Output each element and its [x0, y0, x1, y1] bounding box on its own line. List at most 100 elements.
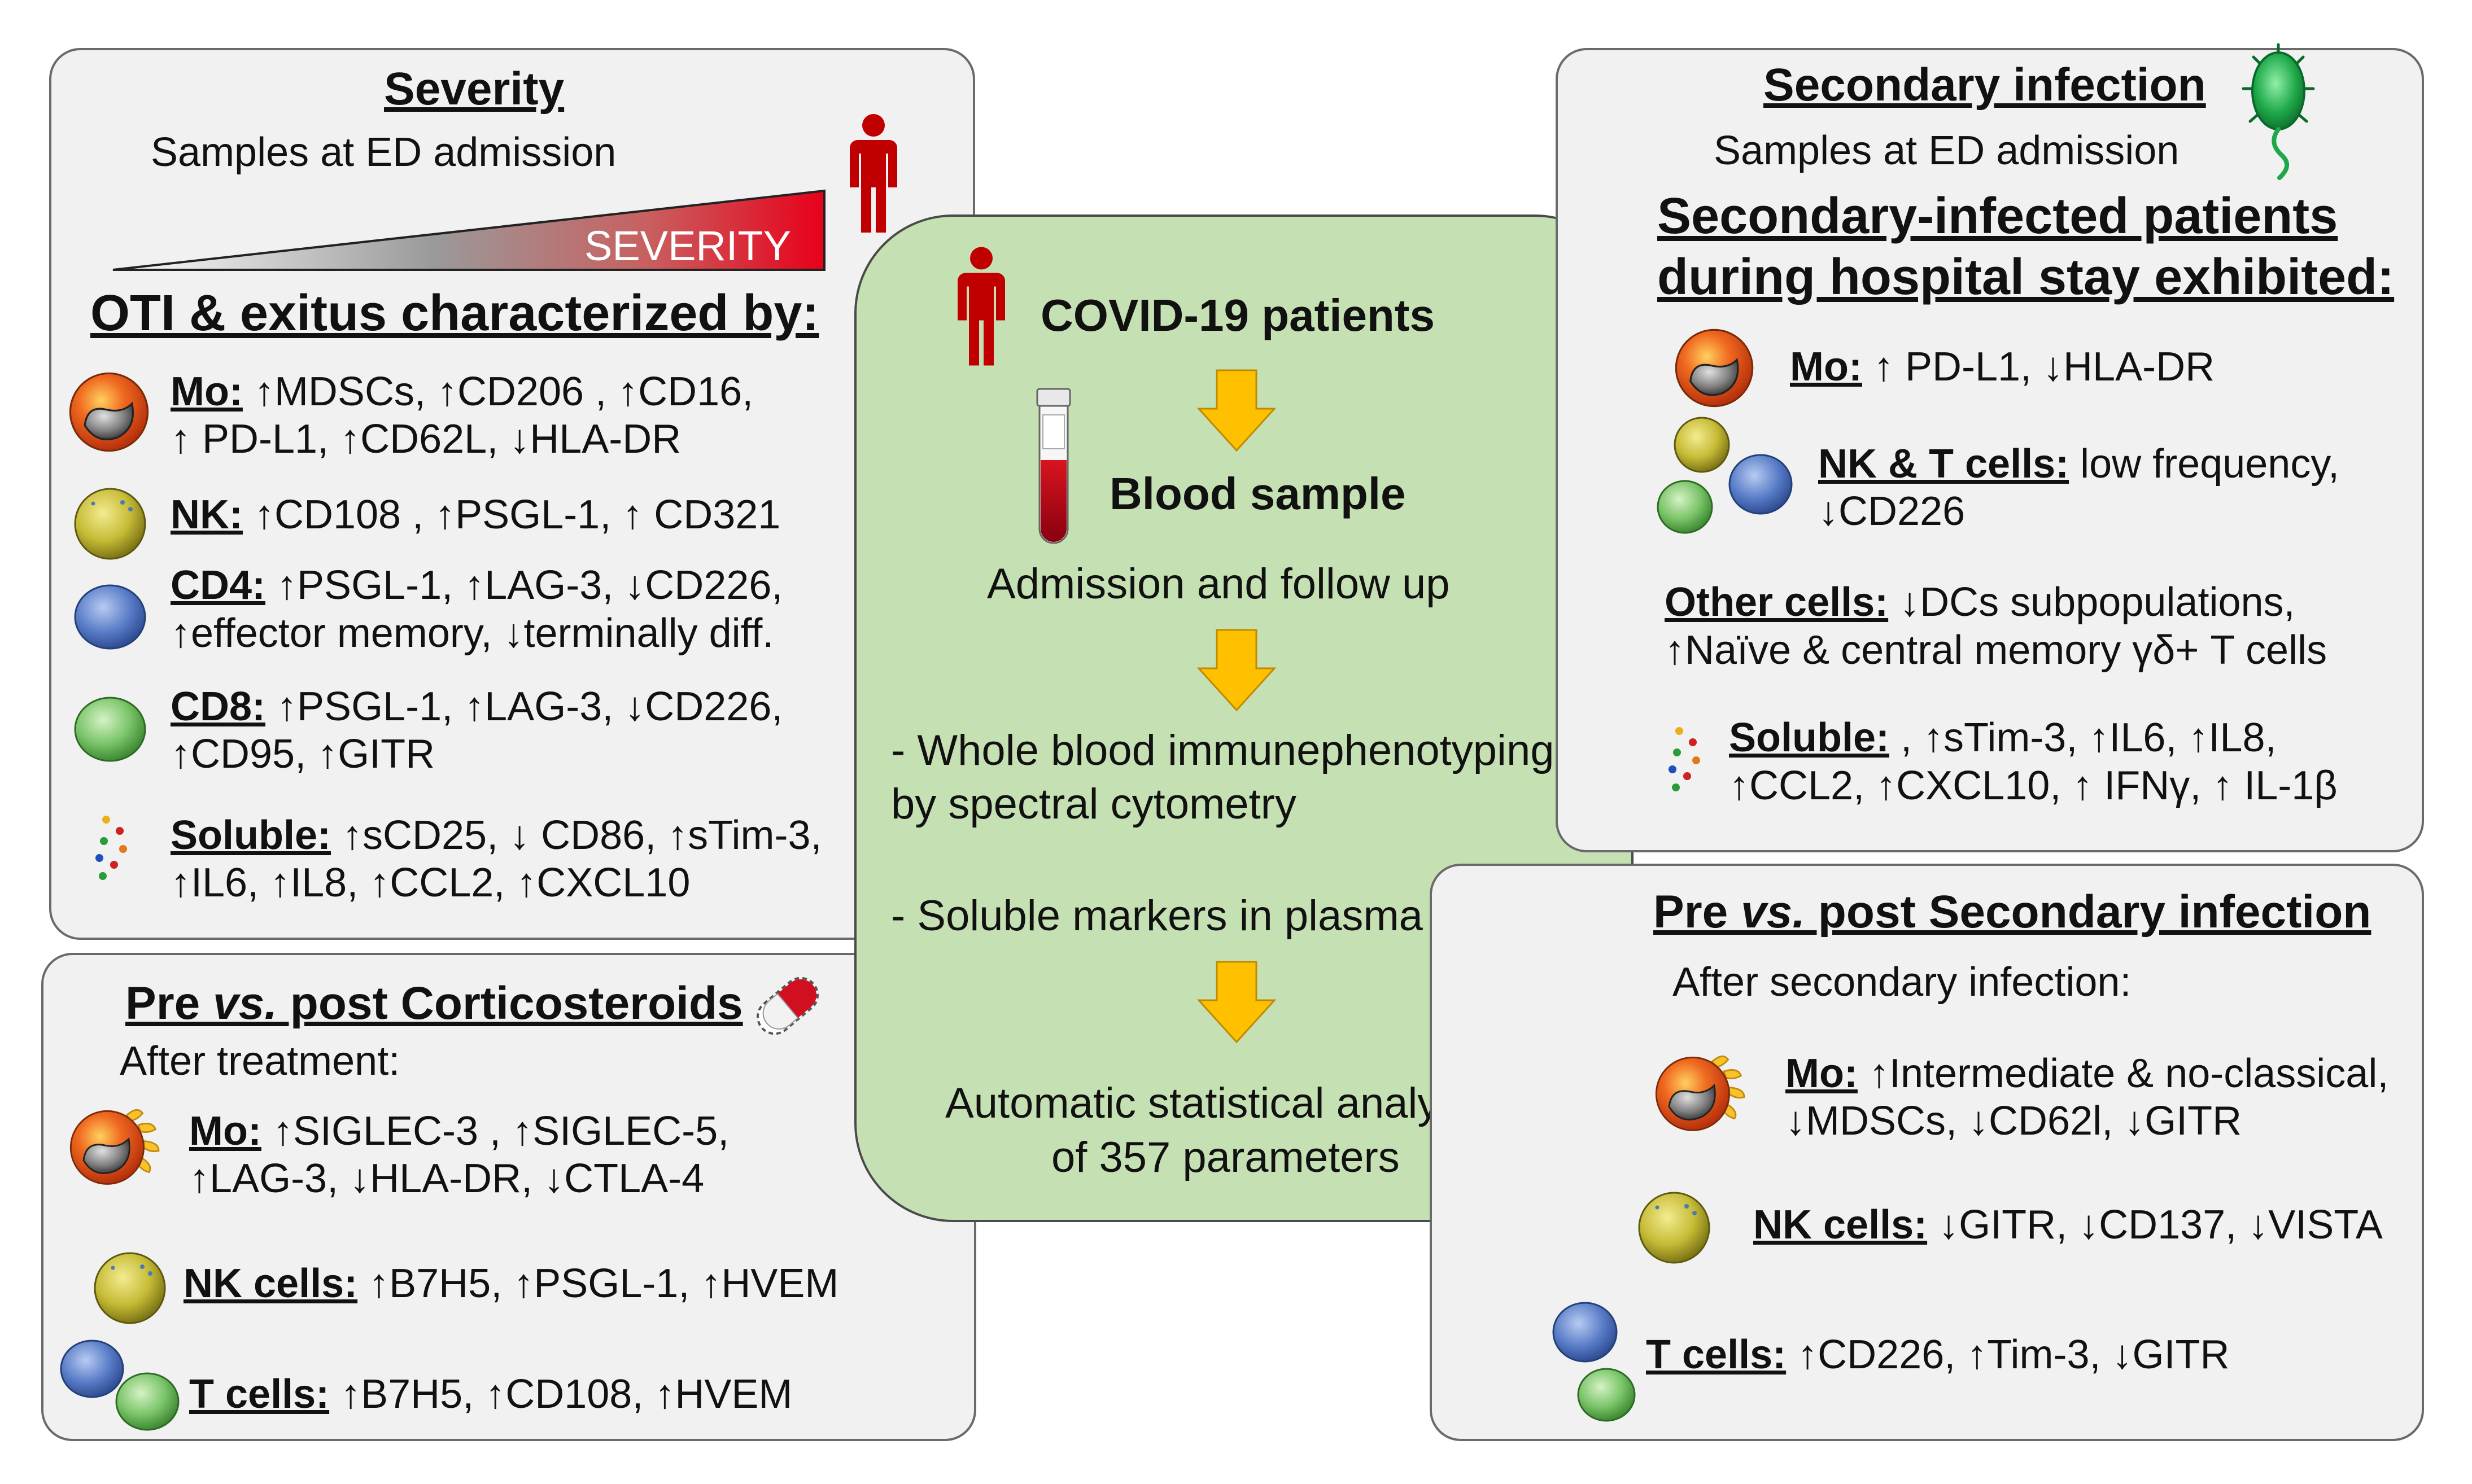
postsec-title: Pre vs. post Secondary infection: [1653, 885, 2371, 940]
sec-nkt-label: NK & T cells:: [1818, 441, 2069, 487]
method-soluble-markers: - Soluble markers in plasma: [891, 892, 1423, 940]
sec-nkt-line2: ↓CD226: [1818, 489, 1966, 534]
soluble-dots-icon: [1665, 725, 1710, 793]
cort-mo-label: Mo:: [189, 1109, 261, 1154]
sec-mo-text1: ↑ PD-L1, ↓HLA-DR: [1862, 344, 2215, 389]
severity-bar-label: SEVERITY: [584, 222, 791, 269]
postsec-mo-label: Mo:: [1785, 1051, 1858, 1096]
postsec-title-post: post Secondary infection: [1805, 886, 2371, 938]
admission-label: Admission and follow up: [987, 560, 1450, 608]
nk-cell-icon: [71, 484, 150, 563]
cort-nk-text1: ↑B7H5, ↑PSGL-1, ↑HVEM: [357, 1261, 839, 1306]
sev-mo-text1: ↑MDSCs, ↑CD206 , ↑CD16,: [242, 369, 754, 414]
sec-soluble-line2: ↑CCL2, ↑CXCL10, ↑ IFNγ, ↑ IL-1β: [1729, 763, 2338, 808]
secondary-heading-line1: Secondary-infected patients: [1657, 188, 2338, 244]
postsec-mo-line1: Mo: ↑Intermediate & no-classical,: [1785, 1050, 2388, 1098]
secondary-heading-line2: during hospital stay exhibited:: [1657, 249, 2395, 305]
secondary-subtitle: Samples at ED admission: [1714, 128, 2180, 173]
sev-cd8-line1: CD8: ↑PSGL-1, ↑LAG-3, ↓CD226,: [171, 683, 783, 731]
cort-mo-line2: ↑LAG-3, ↓HLA-DR, ↓CTLA-4: [189, 1156, 705, 1201]
method-immunephenotyping-line1: - Whole blood immunephenotyping: [891, 726, 1554, 774]
cortico-title: Pre vs. post Corticosteroids: [125, 977, 743, 1031]
sev-nk-text1: ↑CD108 , ↑PSGL-1, ↑ CD321: [242, 492, 781, 537]
sev-cd4-line1: CD4: ↑PSGL-1, ↑LAG-3, ↓CD226,: [171, 562, 783, 610]
sec-soluble-text1: , ↑sTim-3, ↑IL6, ↑IL8,: [1889, 715, 2277, 760]
cort-mo-text1: ↑SIGLEC-3 , ↑SIGLEC-5,: [261, 1109, 730, 1154]
t-cells-icon: [1552, 1302, 1636, 1422]
cort-t-line1: T cells: ↑B7H5, ↑CD108, ↑HVEM: [189, 1371, 792, 1419]
sec-soluble-line1: Soluble: , ↑sTim-3, ↑IL6, ↑IL8,: [1729, 714, 2277, 762]
sev-cd8-label: CD8:: [171, 684, 266, 729]
sev-nk-line1: NK: ↑CD108 , ↑PSGL-1, ↑ CD321: [171, 491, 780, 539]
sev-mo-line1: Mo: ↑MDSCs, ↑CD206 , ↑CD16,: [171, 368, 753, 416]
postsec-title-vs: vs.: [1741, 886, 1805, 938]
pill-capsule-icon: [757, 977, 819, 1035]
postsec-t-text1: ↑CD226, ↑Tim-3, ↓GITR: [1786, 1332, 2230, 1377]
monocyte-activated-icon: [63, 1104, 171, 1189]
sev-cd8-line2: ↑CD95, ↑GITR: [171, 732, 435, 777]
sev-soluble-line1: Soluble: ↑sCD25, ↓ CD86, ↑sTim-3,: [171, 812, 822, 860]
nk-cell-icon: [90, 1249, 169, 1328]
sec-mo-label: Mo:: [1790, 344, 1862, 389]
cortico-title-post: post Corticosteroids: [277, 978, 743, 1029]
severity-title: Severity: [384, 63, 565, 115]
covid-patient-person-icon: [953, 242, 1010, 374]
sev-soluble-label: Soluble:: [171, 813, 331, 858]
postsec-nk-text1: ↓GITR, ↓CD137, ↓VISTA: [1927, 1202, 2383, 1247]
cd8-cell-icon: [71, 690, 150, 769]
severity-heading: OTI & exitus characterized by:: [90, 285, 819, 342]
analysis-line1: Automatic statistical analysis: [945, 1079, 1492, 1127]
cort-mo-line1: Mo: ↑SIGLEC-3 , ↑SIGLEC-5,: [189, 1107, 729, 1155]
secondary-title: Secondary infection: [1763, 59, 2206, 111]
monocyte-icon: [1672, 326, 1756, 410]
cd4-cell-icon: [71, 577, 150, 656]
postsec-nk-line1: NK cells: ↓GITR, ↓CD137, ↓VISTA: [1753, 1201, 2383, 1249]
sev-cd8-text1: ↑PSGL-1, ↑LAG-3, ↓CD226,: [265, 684, 783, 729]
cort-nk-label: NK cells:: [184, 1261, 358, 1306]
sec-nkt-line1: NK & T cells: low frequency,: [1818, 440, 2339, 488]
nk-cell-icon: [1635, 1188, 1714, 1267]
sec-other-label: Other cells:: [1665, 580, 1889, 625]
t-cells-icon: [60, 1339, 180, 1431]
covid-patients-label: COVID-19 patients: [1041, 290, 1435, 340]
postsec-mo-text1: ↑Intermediate & no-classical,: [1857, 1051, 2389, 1096]
postsec-mo-line2: ↓MDSCs, ↓CD62l, ↓GITR: [1785, 1098, 2242, 1144]
blood-tube-icon: [1036, 388, 1071, 544]
blood-sample-label: Blood sample: [1110, 469, 1406, 519]
sev-mo-line2: ↑ PD-L1, ↑CD62L, ↓HLA-DR: [171, 417, 682, 462]
sec-mo-line1: Mo: ↑ PD-L1, ↓HLA-DR: [1790, 343, 2215, 391]
postsec-t-line1: T cells: ↑CD226, ↑Tim-3, ↓GITR: [1646, 1331, 2230, 1379]
sev-soluble-line2: ↑IL6, ↑IL8, ↑CCL2, ↑CXCL10: [171, 860, 691, 905]
patient-person-icon: [845, 113, 902, 237]
postsec-nk-label: NK cells:: [1753, 1202, 1928, 1247]
severity-subtitle: Samples at ED admission: [151, 130, 617, 175]
cort-t-label: T cells:: [189, 1372, 330, 1417]
bacteria-virus-icon: [2242, 43, 2315, 180]
sev-nk-label: NK:: [171, 492, 243, 537]
sec-other-line1: Other cells: ↓DCs subpopulations,: [1665, 579, 2295, 627]
cortico-title-vs: vs.: [213, 978, 277, 1029]
cort-nk-line1: NK cells: ↑B7H5, ↑PSGL-1, ↑HVEM: [184, 1260, 838, 1308]
cortico-title-pre: Pre: [125, 978, 213, 1029]
severity-gradient-bar: [112, 189, 826, 271]
cort-t-text1: ↑B7H5, ↑CD108, ↑HVEM: [329, 1372, 793, 1417]
sev-cd4-label: CD4:: [171, 563, 266, 608]
postsec-subtitle: After secondary infection:: [1672, 960, 2132, 1005]
postsec-t-label: T cells:: [1646, 1332, 1787, 1377]
corticosteroids-panel: [41, 953, 976, 1441]
postsec-title-pre: Pre: [1653, 886, 1741, 938]
method-immunephenotyping-line2: by spectral cytometry: [891, 780, 1296, 828]
down-arrow-icon: [1197, 960, 1276, 1044]
monocyte-icon: [67, 370, 151, 454]
down-arrow-icon: [1197, 628, 1276, 712]
sec-other-text1: ↓DCs subpopulations,: [1888, 580, 2295, 625]
sec-nkt-text1: low frequency,: [2069, 441, 2339, 487]
sev-soluble-text1: ↑sCD25, ↓ CD86, ↑sTim-3,: [331, 813, 822, 858]
nk-t-cells-icon: [1657, 417, 1793, 534]
sev-cd4-line2: ↑effector memory, ↓terminally diff.: [171, 611, 774, 656]
monocyte-activated-icon: [1649, 1050, 1756, 1136]
cortico-subtitle: After treatment:: [120, 1039, 400, 1084]
analysis-line2: of 357 parameters: [1051, 1133, 1400, 1181]
down-arrow-icon: [1197, 368, 1276, 453]
sec-soluble-label: Soluble:: [1729, 715, 1889, 760]
